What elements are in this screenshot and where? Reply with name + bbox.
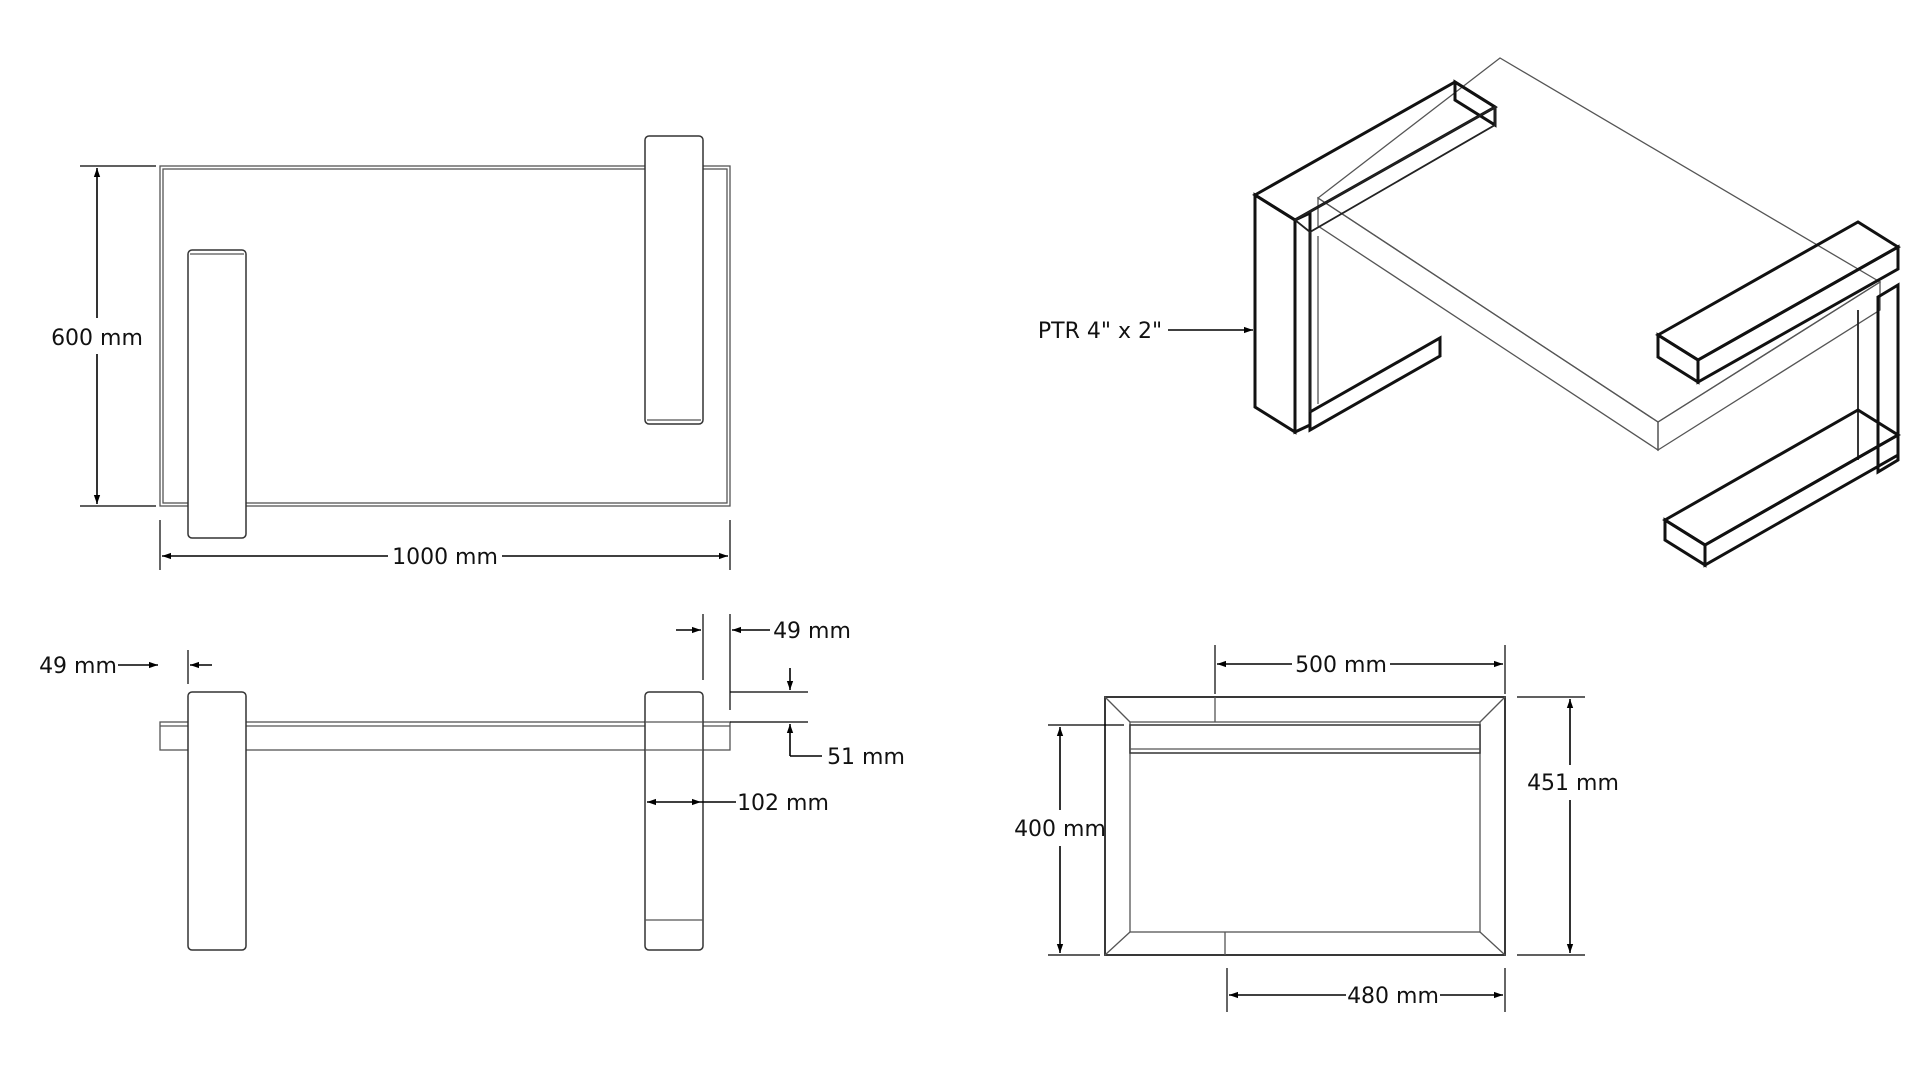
dim-1000-label: 1000 mm — [392, 545, 498, 570]
side-miter-br — [1479, 931, 1506, 956]
right-leg-plan — [644, 135, 704, 425]
iso-right-frame-post — [1876, 282, 1900, 475]
dim-49-right-label: 49 mm — [773, 619, 851, 644]
side-tabletop-section — [1129, 724, 1481, 754]
iso-left-frame-post-front — [1253, 192, 1297, 435]
dim-102-label: 102 mm — [737, 791, 829, 816]
iso-left-frame-post-side — [1293, 210, 1312, 435]
dim-51-label: 51 mm — [827, 745, 905, 770]
dim-480-label: 480 mm — [1347, 984, 1439, 1009]
front-left-leg — [187, 691, 247, 951]
side-miter-tr — [1479, 696, 1506, 723]
front-tabletop — [159, 721, 731, 751]
ptr-label: PTR 4" x 2" — [1038, 319, 1162, 344]
front-view: 49 mm 49 mm 51 mm 102 mm — [39, 614, 905, 951]
side-frame-inner — [1129, 721, 1481, 933]
table-top-inner-edge — [162, 168, 728, 504]
dim-500-label: 500 mm — [1295, 653, 1387, 678]
isometric-view: PTR 4" x 2" — [1038, 57, 1901, 568]
dim-400-label: 400 mm — [1014, 817, 1106, 842]
side-miter-bl — [1104, 931, 1131, 956]
left-leg-plan — [187, 249, 247, 539]
top-view: 600 mm 1000 mm — [51, 135, 731, 570]
iso-right-frame-top-arm-end — [1656, 332, 1700, 385]
iso-tabletop-front — [1317, 196, 1659, 452]
iso-left-frame-bottom-arm — [1308, 335, 1442, 433]
iso-right-frame-bottom-arm — [1662, 408, 1901, 547]
dim-600-label: 600 mm — [51, 326, 143, 351]
dim-49-left-label: 49 mm — [39, 654, 117, 679]
table-top-outline — [159, 165, 731, 507]
side-frame-outer — [1104, 696, 1506, 956]
iso-right-frame-arm-front — [1696, 244, 1900, 385]
iso-right-frame-bottom-arm-end — [1663, 517, 1707, 568]
side-miter-tl — [1104, 696, 1131, 723]
side-view: 500 mm 400 mm 451 mm 480 mm — [1014, 645, 1619, 1012]
iso-right-frame-bottom-arm-front — [1703, 432, 1900, 568]
iso-left-frame-inner-top — [1293, 105, 1496, 234]
dim-451-label: 451 mm — [1527, 771, 1619, 796]
front-right-leg — [644, 691, 704, 951]
iso-tabletop-side — [1657, 280, 1881, 452]
